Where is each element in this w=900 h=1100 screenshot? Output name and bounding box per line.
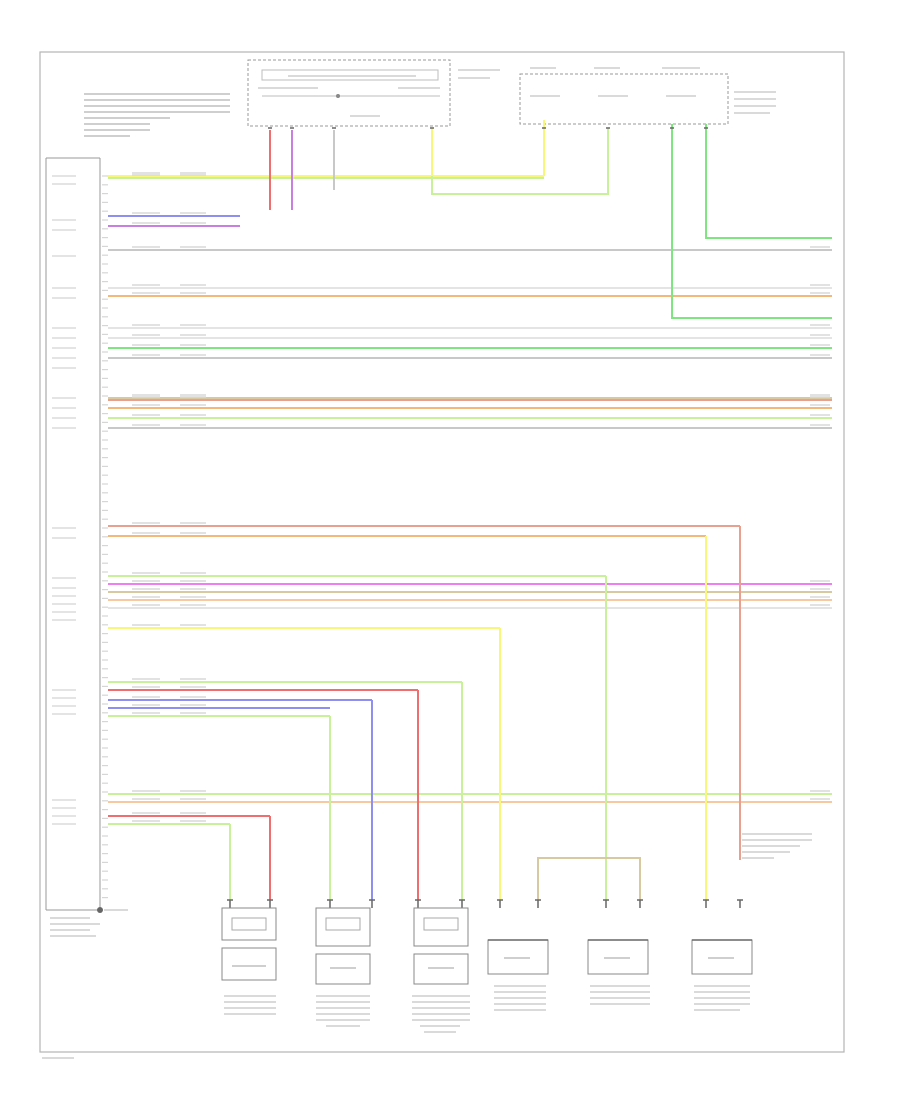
bottom-components [221, 907, 753, 1033]
comp-5 [587, 939, 650, 1005]
left-module [45, 157, 128, 937]
top-left-note [84, 93, 230, 137]
comp-3 [412, 907, 470, 1033]
pin-labels [52, 172, 830, 899]
right-note [742, 833, 812, 859]
comp-2 [315, 907, 371, 1027]
vertical-wires [227, 120, 832, 908]
comp-6 [691, 939, 753, 1011]
wire-routed [537, 857, 641, 900]
diagram-frame [39, 51, 845, 1053]
wire-routed [431, 128, 609, 195]
comp-4 [487, 939, 549, 1011]
top-right-relay-box [519, 67, 776, 125]
comp-1 [221, 907, 277, 1015]
wires [108, 175, 832, 825]
top-center-fuse-box [247, 59, 500, 127]
wire-routed [705, 124, 832, 239]
wire-routed [671, 124, 832, 319]
